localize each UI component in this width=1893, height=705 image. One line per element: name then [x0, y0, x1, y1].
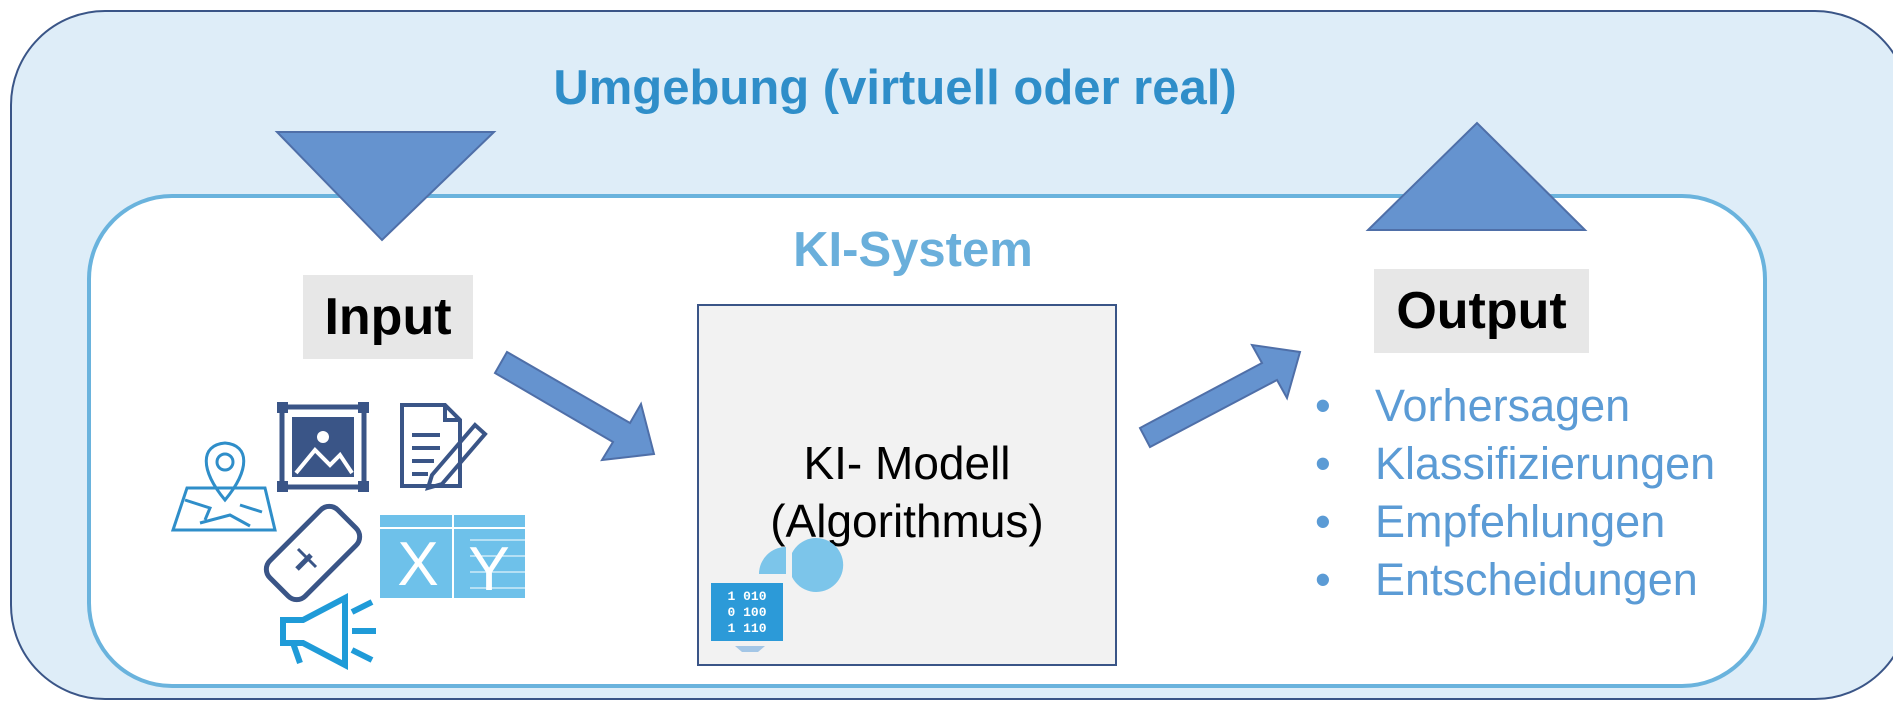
image-frame-icon — [277, 402, 369, 492]
output-item: •Empfehlungen — [1315, 496, 1666, 547]
map-pin-icon — [170, 441, 277, 532]
output-item: •Vorhersagen — [1315, 380, 1631, 431]
document-edit-icon — [400, 403, 488, 491]
binary-line-3: 1 110 — [727, 621, 766, 636]
binary-line-1: 1 010 — [727, 589, 766, 604]
input-down-arrow — [274, 131, 497, 242]
megaphone-icon — [280, 593, 376, 670]
input-to-model-arrow — [493, 350, 656, 462]
output-up-arrow — [1365, 121, 1588, 231]
output-list: •Vorhersagen •Klassifizierungen •Empfehl… — [1315, 377, 1715, 609]
model-name: KI- Modell — [803, 437, 1011, 489]
table-y-label: Y — [468, 535, 509, 604]
output-item: •Klassifizierungen — [1315, 438, 1716, 489]
output-item: •Entscheidungen — [1315, 554, 1698, 605]
output-label: Output — [1374, 269, 1589, 353]
input-label: Input — [303, 275, 473, 359]
eraser-icon — [263, 503, 363, 603]
binary-code-icon: 1 010 0 100 1 110 — [711, 583, 783, 652]
environment-title: Umgebung (virtuell oder real) — [553, 61, 1237, 115]
model-to-output-arrow — [1138, 343, 1302, 449]
xy-table-icon: X Y — [380, 515, 525, 604]
table-x-label: X — [397, 530, 438, 599]
ki-system-title: KI-System — [793, 223, 1033, 277]
pie-chart-icon — [759, 538, 844, 593]
binary-line-2: 0 100 — [727, 605, 766, 620]
